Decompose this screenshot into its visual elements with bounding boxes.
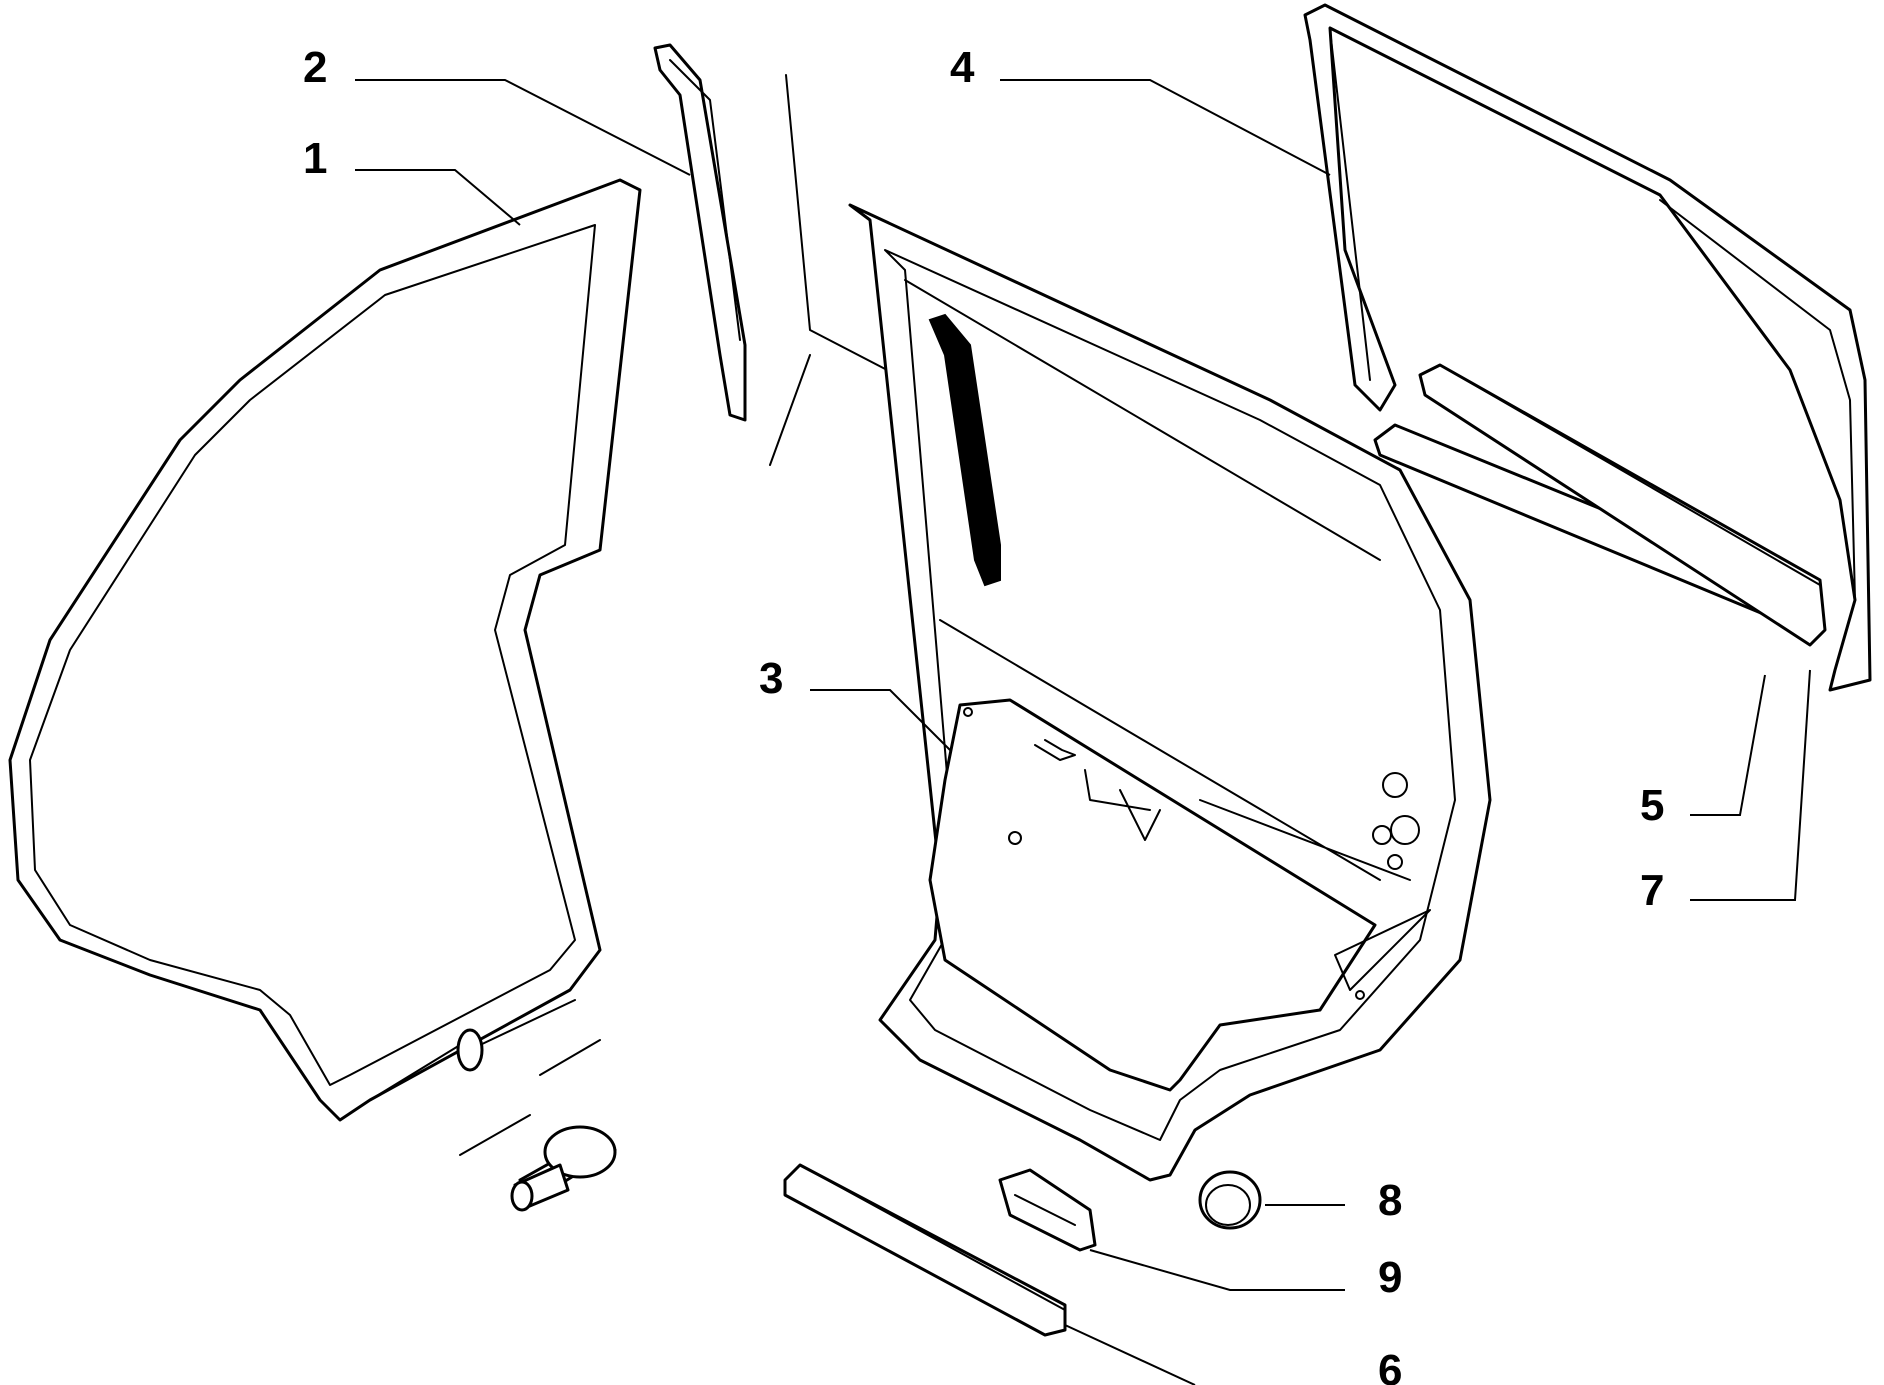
part-6-sill-strip bbox=[783, 1163, 1067, 1337]
callout-3: 3 bbox=[759, 654, 783, 703]
part-9-grommet bbox=[998, 1168, 1097, 1252]
part-2-window-channel bbox=[653, 43, 747, 422]
part-3-door-panel bbox=[848, 203, 1492, 1182]
callout-5: 5 bbox=[1640, 781, 1664, 830]
callout-7: 7 bbox=[1640, 866, 1664, 915]
leader-lines bbox=[355, 79, 1811, 1385]
callout-8: 8 bbox=[1378, 1176, 1402, 1225]
part-1-door-seal bbox=[8, 178, 642, 1122]
callout-1: 1 bbox=[303, 134, 327, 183]
callout-9: 9 bbox=[1378, 1253, 1402, 1302]
part-4-window-seal bbox=[1303, 3, 1872, 692]
part-7-belt-strip bbox=[1418, 363, 1827, 647]
leader-2 bbox=[355, 79, 691, 176]
leader-6 bbox=[1064, 1324, 1196, 1385]
leader-4 bbox=[1000, 79, 1331, 176]
callout-labels: 1 2 3 4 5 6 7 8 9 bbox=[303, 43, 1664, 1385]
leader-3 bbox=[810, 689, 951, 751]
leader-1 bbox=[355, 169, 521, 226]
callout-6: 6 bbox=[1378, 1346, 1402, 1385]
leader-5 bbox=[1690, 674, 1766, 816]
seal-clip bbox=[459, 1039, 617, 1212]
callout-4: 4 bbox=[950, 43, 975, 92]
leader-9 bbox=[1089, 1249, 1345, 1291]
leader-7 bbox=[1690, 669, 1811, 901]
callout-2: 2 bbox=[303, 43, 327, 92]
part-8-plug bbox=[1198, 1170, 1262, 1230]
